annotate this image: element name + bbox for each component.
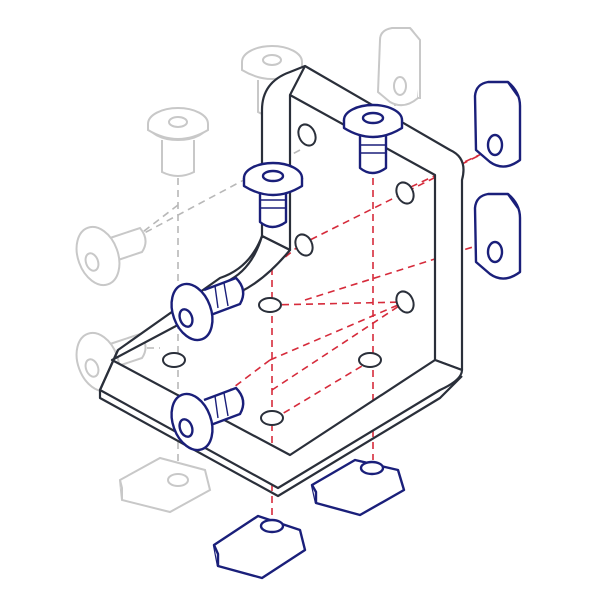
t-nut-right-upper — [473, 80, 522, 168]
screw-vertical-center — [242, 161, 304, 229]
t-nut-right-lower — [473, 192, 522, 280]
screw-vertical-right — [342, 103, 404, 175]
highlighted-t-nuts — [212, 80, 522, 580]
vertical-plate-holes — [294, 123, 415, 314]
ghost-t-nut-top — [376, 27, 421, 107]
screw-horizontal-lower — [170, 386, 245, 452]
ghost-screw-vertical-left — [147, 107, 209, 177]
screw-horizontal-upper — [170, 276, 245, 342]
highlighted-screws — [170, 103, 404, 452]
bracket-horizontal-plate — [98, 234, 464, 490]
t-nut-bottom-center — [310, 458, 406, 517]
ghost-t-nut-bottom — [118, 456, 212, 514]
t-nut-bottom-left — [212, 514, 307, 580]
horizontal-plate-holes — [162, 297, 382, 426]
ghost-screw-horizontal-upper — [75, 225, 147, 287]
